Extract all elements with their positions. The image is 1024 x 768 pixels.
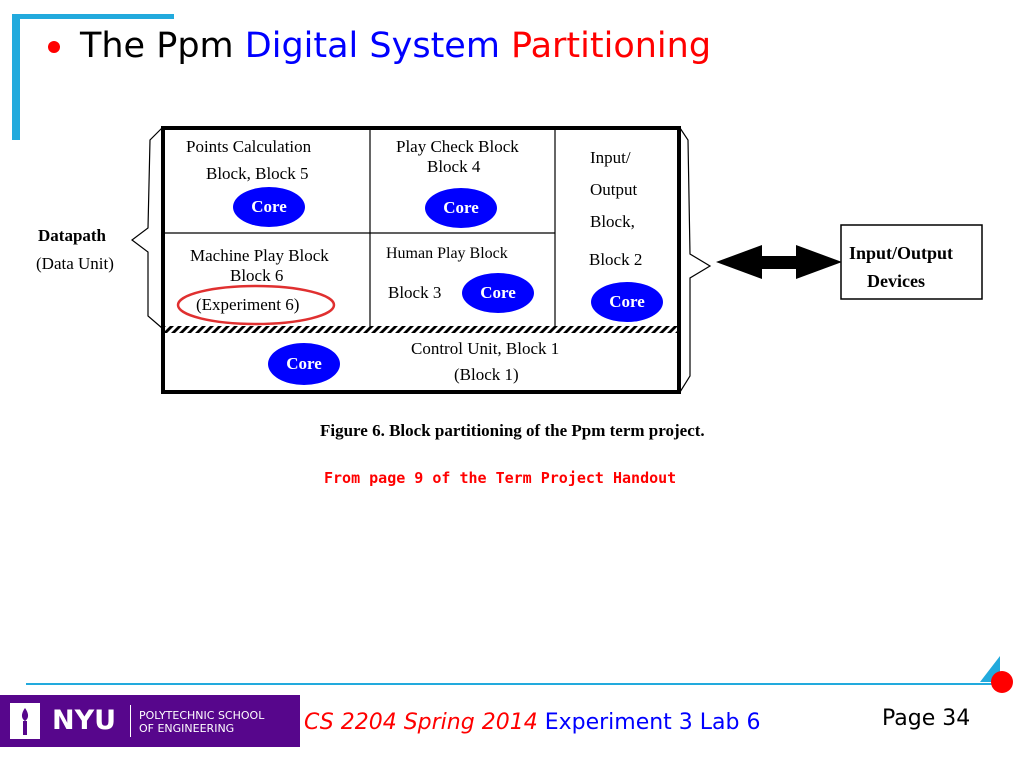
devices-box — [840, 224, 983, 300]
slide-title: The Ppm Digital System Partitioning — [80, 24, 711, 68]
title-part-1: The Ppm — [80, 26, 245, 66]
corner-decoration-vertical — [12, 14, 20, 140]
hatched-separator — [165, 326, 677, 333]
core-badge-playcheck: Core — [425, 188, 497, 228]
page-label: Page — [882, 706, 943, 731]
nyu-wordmark: NYU — [52, 705, 117, 736]
playcheck-block-line1: Play Check Block — [396, 137, 519, 156]
core-badge-io: Core — [591, 282, 663, 322]
human-block-line1: Human Play Block — [386, 245, 508, 262]
double-arrow — [716, 245, 842, 279]
school-name-line2: OF ENGINEERING — [139, 722, 235, 735]
source-note: From page 9 of the Term Project Handout — [324, 469, 677, 487]
points-block-line2: Block, Block 5 — [206, 164, 309, 183]
core-badge-points: Core — [233, 187, 305, 227]
title-part-2: Digital System — [244, 26, 512, 66]
datapath-sublabel: (Data Unit) — [36, 254, 114, 273]
corner-decoration-horizontal — [12, 14, 174, 19]
footer-rule — [26, 683, 1000, 685]
human-block-line2: Block 3 — [388, 283, 442, 302]
datapath-label: Datapath — [38, 226, 107, 245]
experiment-highlight — [176, 284, 336, 326]
machine-block-line2: Block 6 — [230, 266, 284, 285]
course-footer-part1: CS 2204 Spring 2014 — [304, 710, 545, 735]
footer-corner-decoration — [980, 656, 1013, 693]
figure-caption: Figure 6. Block partitioning of the Ppm … — [320, 421, 705, 440]
page-number-value: 34 — [942, 706, 971, 731]
devices-label-line2: Devices — [867, 271, 925, 291]
datapath-brace — [131, 127, 163, 329]
experiment-label: (Experiment 6) — [196, 295, 300, 314]
control-unit-line2: (Block 1) — [454, 365, 519, 384]
io-block-line3: Block, — [590, 212, 635, 231]
school-name-line1: POLYTECHNIC SCHOOL — [139, 709, 265, 722]
io-block-line1: Input/ — [590, 148, 631, 167]
right-brace — [679, 127, 712, 393]
title-part-3: Partitioning — [511, 26, 712, 66]
devices-label-line1: Input/Output — [849, 243, 954, 263]
core-badge-control: Core — [268, 343, 340, 385]
machine-block-line1: Machine Play Block — [190, 246, 329, 265]
io-block-line4: Block 2 — [589, 250, 643, 269]
core-badge-human: Core — [462, 273, 534, 313]
nyu-logo: NYU POLYTECHNIC SCHOOL OF ENGINEERING — [0, 695, 300, 747]
course-footer-part2: Experiment 3 Lab 6 — [544, 710, 761, 735]
control-unit-line1: Control Unit, Block 1 — [411, 339, 560, 358]
page-number: Page 34 — [882, 704, 970, 734]
partition-diagram — [131, 126, 983, 394]
torch-icon — [10, 703, 40, 739]
title-bullet — [48, 41, 60, 53]
io-block-line2: Output — [590, 180, 638, 199]
main-frame — [161, 126, 681, 394]
playcheck-block-line2: Block 4 — [427, 157, 481, 176]
course-footer: CS 2204 Spring 2014 Experiment 3 Lab 6 — [304, 708, 760, 738]
points-block-line1: Points Calculation — [186, 137, 312, 156]
logo-divider — [130, 705, 131, 737]
